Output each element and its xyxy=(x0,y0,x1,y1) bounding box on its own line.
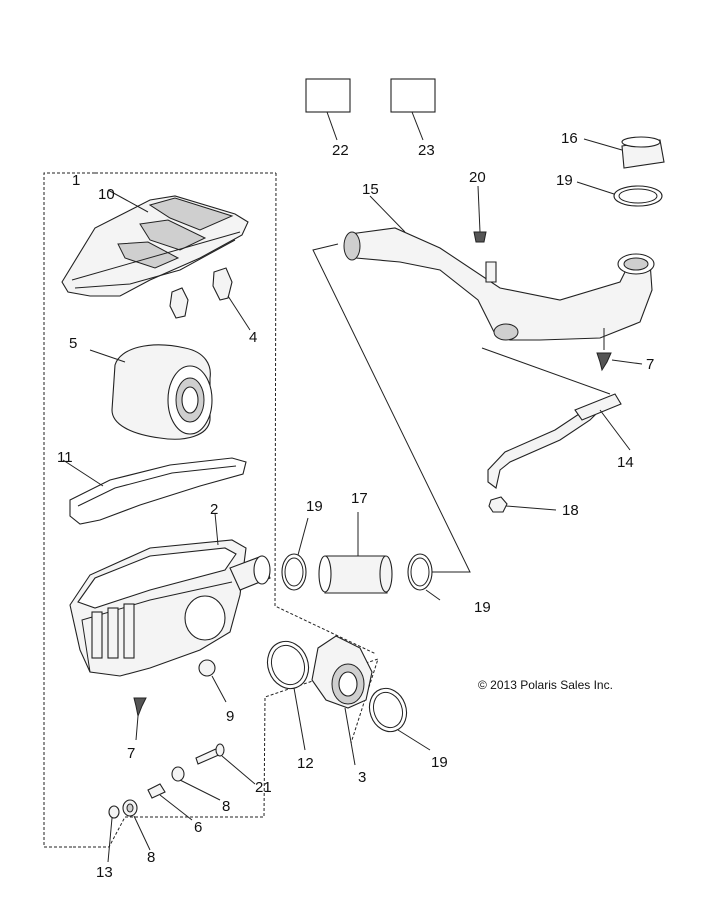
airbox-cover-part-10 xyxy=(61,189,249,297)
airbox-base-part-2 xyxy=(69,512,271,677)
callout-12: 12 xyxy=(297,755,314,772)
part-23-box xyxy=(390,78,436,141)
clips-part-4 xyxy=(169,267,251,331)
clamp-part-12 xyxy=(266,640,310,751)
callout-16: 16 xyxy=(561,130,578,147)
clamp-part-19-mid-right xyxy=(407,553,441,601)
grommet-part-8-lower xyxy=(122,799,151,851)
callout-17: 17 xyxy=(351,490,368,507)
callout-7-right: 7 xyxy=(646,356,654,373)
callout-20: 20 xyxy=(469,169,486,186)
callout-3: 3 xyxy=(358,769,366,786)
callout-2: 2 xyxy=(210,501,218,518)
callout-8-lower: 8 xyxy=(147,849,155,866)
part-22-box xyxy=(305,78,351,141)
gasket-part-11 xyxy=(62,457,247,525)
intake-tube-part-15 xyxy=(343,195,655,341)
bolt-part-21 xyxy=(195,743,256,785)
callout-22: 22 xyxy=(332,142,349,159)
callout-10: 10 xyxy=(98,186,115,203)
callout-19-lower: 19 xyxy=(431,754,448,771)
callout-7-left: 7 xyxy=(127,745,135,762)
drain-hose-part-14 xyxy=(481,347,631,489)
push-rivet-part-7-left xyxy=(133,697,147,741)
sleeve-part-6 xyxy=(147,783,193,821)
callout-4: 4 xyxy=(249,329,257,346)
adapter-part-3 xyxy=(311,635,373,766)
clamp-part-19-lower xyxy=(368,687,431,751)
callout-14: 14 xyxy=(617,454,634,471)
callout-19-top: 19 xyxy=(556,172,573,189)
callout-23: 23 xyxy=(418,142,435,159)
callout-18: 18 xyxy=(562,502,579,519)
air-filter-part-5 xyxy=(89,344,213,440)
drain-plug-part-9 xyxy=(198,659,227,703)
push-rivet-part-7-right xyxy=(596,328,643,372)
callout-11: 11 xyxy=(57,449,73,466)
sleeve-part-16 xyxy=(583,136,665,169)
callout-1: 1 xyxy=(72,172,80,189)
callout-6: 6 xyxy=(194,819,202,836)
spacer-part-8-upper xyxy=(171,766,221,801)
nut-part-13 xyxy=(107,805,120,863)
callout-19-mid-left: 19 xyxy=(306,498,323,515)
screw-part-20 xyxy=(473,185,487,243)
callout-19-mid-right: 19 xyxy=(474,599,491,616)
callout-9: 9 xyxy=(226,708,234,725)
callout-5: 5 xyxy=(69,335,77,352)
clamp-part-19-top xyxy=(576,181,663,207)
copyright-notice: © 2013 Polaris Sales Inc. xyxy=(478,678,613,692)
clamp-part-19-mid-left xyxy=(281,517,309,591)
callout-8-upper: 8 xyxy=(222,798,230,815)
duct-part-17 xyxy=(318,512,393,594)
nut-part-18 xyxy=(488,496,557,513)
leader-line xyxy=(312,243,471,573)
callout-21: 21 xyxy=(255,779,272,796)
callout-15: 15 xyxy=(362,181,379,198)
callout-13: 13 xyxy=(96,864,113,881)
